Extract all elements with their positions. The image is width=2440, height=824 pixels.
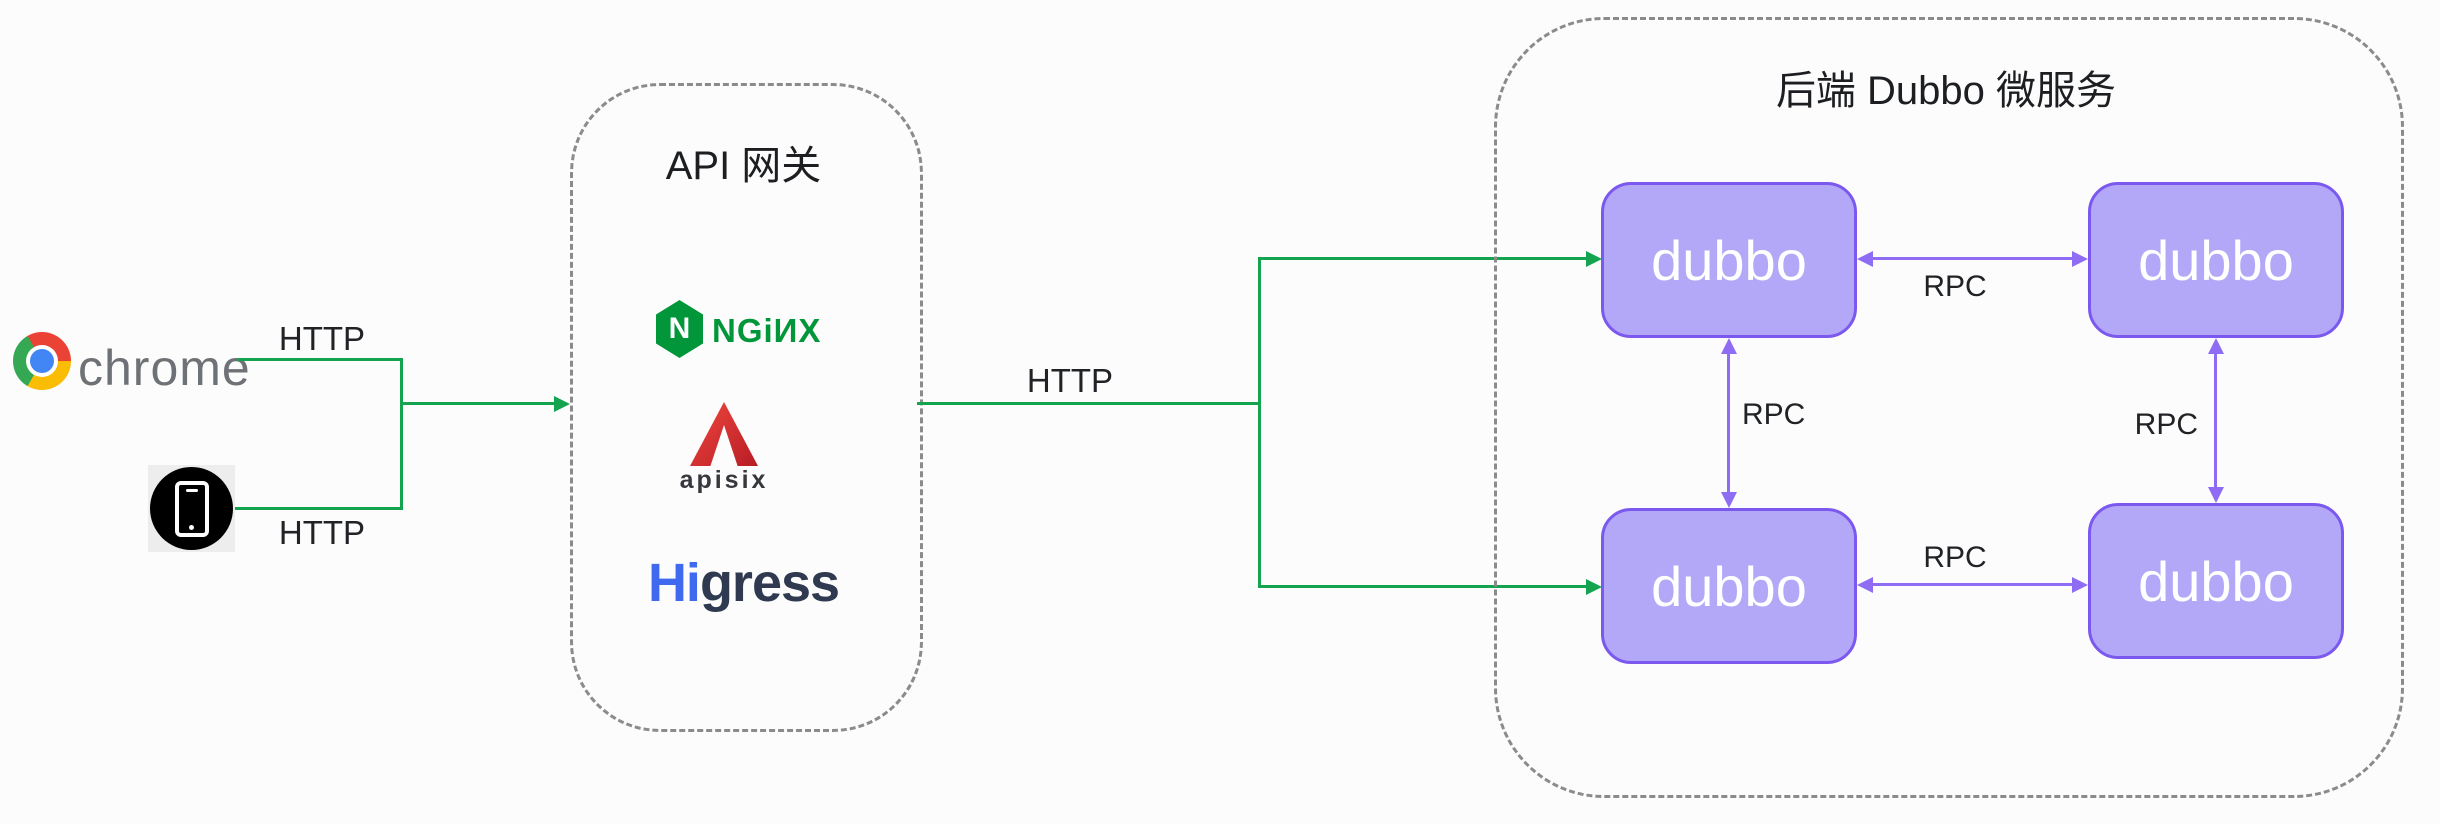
rpc-label-top: RPC — [1923, 270, 1987, 303]
dubbo-node-top-right: dubbo — [2088, 182, 2344, 338]
rpc-arrow-right — [2214, 352, 2217, 489]
arrow-mobile-http — [235, 507, 403, 510]
rpc-label-left: RPC — [1742, 398, 1806, 431]
arrowhead-into-dubbo-top-left — [1586, 251, 1602, 267]
arrow-clients-to-gateway — [400, 402, 554, 405]
api-gateway-title: API 网关 — [665, 144, 822, 188]
dubbo-node-label: dubbo — [1651, 228, 1807, 292]
mobile-client-tile — [148, 465, 235, 552]
rpc-arrow-bottom — [1871, 583, 2073, 586]
chrome-browser-icon — [13, 332, 71, 390]
rpc-arrowhead — [1721, 492, 1737, 508]
rpc-arrowhead — [1857, 577, 1873, 593]
arrow-gateway-out — [917, 402, 1260, 405]
rpc-arrowhead — [2208, 487, 2224, 503]
phone-body-glyph — [174, 480, 209, 537]
backend-title: 后端 Dubbo 微服务 — [1775, 69, 2117, 113]
backend-dubbo-container — [1494, 17, 2404, 798]
dubbo-node-bottom-left: dubbo — [1601, 508, 1857, 664]
dubbo-node-label: dubbo — [2138, 549, 2294, 613]
http-label-gateway-backend: HTTP — [1026, 362, 1114, 399]
arrow-branch-top — [1258, 257, 1586, 260]
higress-wordmark: Higress — [570, 552, 917, 614]
nginx-hex-letter: N — [668, 312, 691, 345]
arrowhead-into-gateway — [554, 396, 570, 412]
rpc-arrowhead — [1857, 251, 1873, 267]
rpc-arrowhead — [2208, 338, 2224, 354]
mobile-phone-icon — [150, 467, 233, 550]
chrome-label: chrome — [78, 340, 251, 396]
arrow-branch-bottom — [1258, 585, 1586, 588]
rpc-label-bottom: RPC — [1923, 541, 1987, 574]
arrow-split-vertical — [1258, 257, 1261, 588]
arrow-junction-vertical — [400, 358, 403, 510]
http-label-mobile: HTTP — [278, 514, 366, 551]
phone-home-button-glyph — [189, 524, 194, 530]
dubbo-node-bottom-right: dubbo — [2088, 503, 2344, 659]
dubbo-node-top-left: dubbo — [1601, 182, 1857, 338]
http-label-chrome: HTTP — [278, 320, 366, 357]
arrowhead-into-dubbo-bottom-left — [1586, 579, 1602, 595]
rpc-label-right: RPC — [2134, 408, 2198, 441]
higress-wordmark-gress: gress — [699, 553, 840, 613]
apisix-wordmark: apisix — [679, 466, 769, 494]
rpc-arrow-left — [1727, 352, 1730, 494]
nginx-wordmark: NGiИX — [712, 312, 822, 349]
phone-speaker-glyph — [185, 488, 198, 492]
dubbo-node-label: dubbo — [1651, 554, 1807, 618]
dubbo-node-label: dubbo — [2138, 228, 2294, 292]
rpc-arrow-top — [1871, 257, 2073, 260]
rpc-arrowhead — [2072, 577, 2088, 593]
api-gateway-container — [570, 83, 923, 732]
higress-wordmark-hi: Hi — [647, 553, 701, 613]
rpc-arrowhead — [1721, 338, 1737, 354]
rpc-arrowhead — [2072, 251, 2088, 267]
arrow-chrome-http — [237, 358, 403, 361]
